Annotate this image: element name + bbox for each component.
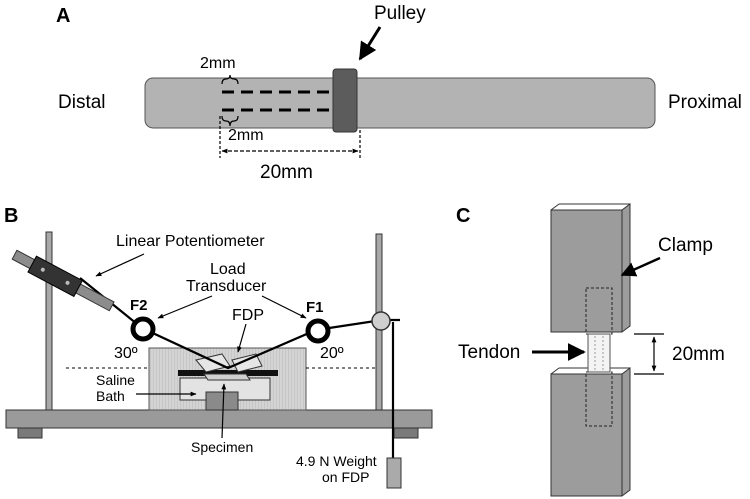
pulley-label: Pulley: [374, 3, 426, 24]
saline-label-line2: Bath: [96, 388, 125, 404]
specimen-mount: [205, 391, 239, 411]
angle-left-label: 30º: [114, 345, 138, 362]
proximal-label: Proximal: [668, 92, 742, 113]
stand-left: [45, 231, 53, 411]
gap-label: 20mm: [672, 344, 725, 365]
base-foot-left: [17, 427, 43, 439]
panel-c-letter: C: [456, 205, 470, 227]
linear-potentiometer-label: Linear Potentiometer: [116, 233, 265, 250]
f2-label: F2: [130, 297, 148, 314]
load-transducer-label-line2: Transducer: [186, 278, 267, 295]
fdp-label: FDP: [232, 307, 264, 324]
pulley-right-wheel: [371, 311, 391, 331]
pulley-f1: [305, 318, 331, 344]
linear-potentiometer: [11, 249, 115, 312]
pulley-arrow: [358, 26, 382, 61]
specimen-base: [203, 373, 251, 381]
specimen-piece-right: [231, 353, 263, 373]
dim-top-label: 2mm: [200, 55, 236, 72]
load-transducer-label-line1: Load: [210, 261, 246, 278]
distal-label: Distal: [58, 92, 106, 113]
tendon-label: Tendon: [458, 342, 520, 363]
base-plate: [5, 409, 433, 429]
weight-label-line2: on FDP: [322, 469, 369, 485]
saline-label-line1: Saline: [96, 372, 135, 388]
panel-a: A Pulley Distal Proximal 2mm 2mm 20mm: [56, 3, 742, 183]
clamp-arrow: [620, 256, 661, 277]
pulley-block: [332, 68, 358, 133]
base-foot-right: [393, 427, 419, 439]
specimen-arrow: [221, 383, 227, 439]
panel-c: C Clamp Tendon 20mm: [456, 203, 725, 497]
dim-bottom-brace: [221, 115, 239, 127]
transducer-arrow-right: [261, 295, 307, 319]
panel-a-letter: A: [56, 5, 70, 27]
panel-b: B: [4, 205, 433, 489]
fdp-arrow: [237, 323, 247, 353]
weight-label-line1: 4.9 N Weight: [296, 453, 377, 469]
f1-label: F1: [306, 299, 324, 316]
dim-top-brace: [221, 74, 239, 85]
linear-potentiometer-arrow: [95, 253, 145, 277]
specimen-label: Specimen: [191, 439, 253, 455]
tendon-gap-segment: [587, 333, 611, 373]
panel-b-letter: B: [4, 205, 18, 227]
angle-right-label: 20º: [320, 345, 344, 362]
length-label: 20mm: [260, 162, 313, 183]
dim-bottom-label: 2mm: [228, 127, 264, 144]
tendon-bar: [144, 77, 656, 129]
pulley-f2: [130, 316, 156, 342]
load-transducer-bar: [178, 370, 278, 376]
clamp-label: Clamp: [658, 235, 713, 256]
lower-clamp: [550, 367, 631, 497]
transducer-arrow-left: [157, 295, 213, 319]
weight-block: [386, 457, 402, 489]
upper-clamp: [550, 203, 631, 333]
